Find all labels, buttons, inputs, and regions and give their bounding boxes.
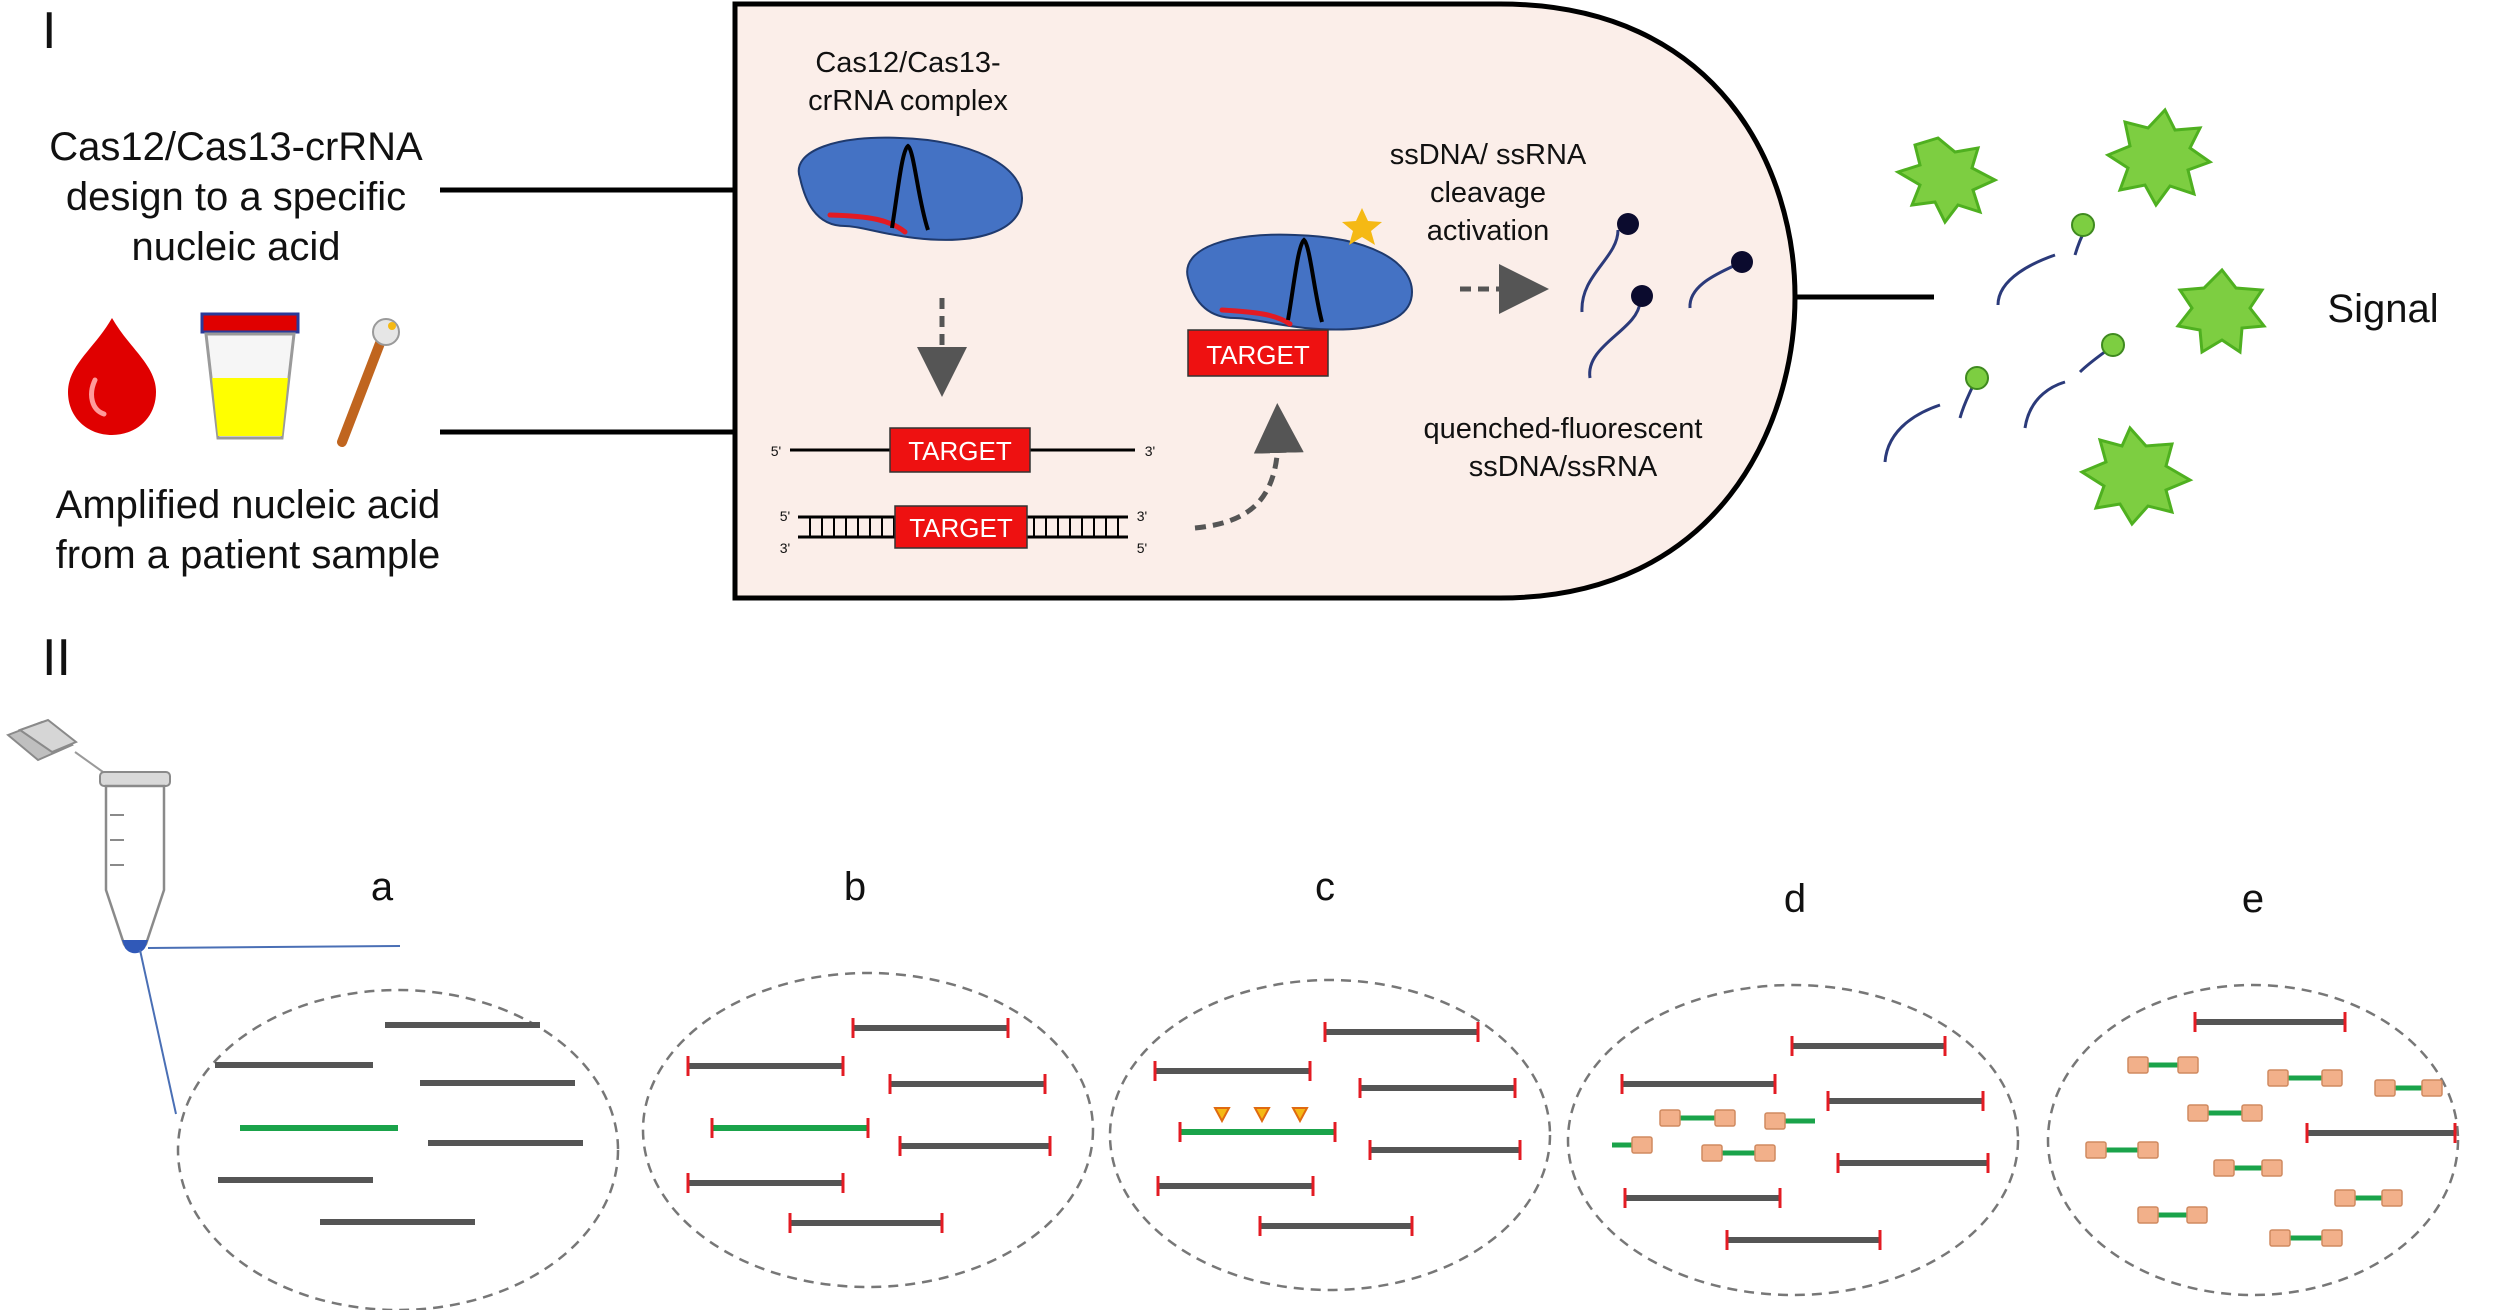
step-b-ellipse [641,971,1095,1289]
binding-up-arrow [1194,403,1304,531]
blood-drop-icon [68,318,156,435]
d-cleaved-fragments [1612,1109,1815,1162]
ss-five-prime: 5' [771,443,781,459]
zoom-line-bottom [139,949,177,1115]
ds-three-prime-top: 3' [1137,508,1147,524]
ss-target-label: TARGET [908,436,1012,466]
quencher-dots [1617,213,1753,307]
sublabel-d: d [1784,877,1806,921]
activation-text-line-3: activation [1427,215,1550,247]
sublabel-b: b [844,865,866,909]
ssdna-target: TARGET 5' 3' [771,427,1155,473]
bound-target-box [1187,329,1329,377]
ss-three-prime: 3' [1145,443,1155,459]
cleavage-site-markers [1213,1107,1309,1124]
panel-ii-label: II [42,629,71,687]
ds-target-label: TARGET [909,513,1013,543]
cleaved-fragments [1883,225,2111,463]
dsdna-target: TARGET 5' 3' 3' 5' [780,505,1147,556]
step-a-ellipse [176,988,620,1310]
bound-target-label: TARGET [1206,340,1310,370]
pipette-tip-icon [6,718,104,773]
panel-i-label: I [42,2,56,60]
complex-label-line-2: crRNA complex [808,85,1008,117]
urine-cup-icon [200,312,300,440]
activation-text-line-2: cleavage [1430,177,1546,209]
ds-five-prime-bottom: 5' [1137,540,1147,556]
activation-star-icon [1342,208,1382,245]
step-e-ellipse [2046,983,2460,1297]
step-d-ellipse [1566,983,2020,1297]
activation-text-line-1: ssDNA/ ssRNA [1390,139,1587,171]
swab-icon [337,318,400,447]
reporter-text-line-2: ssDNA/ssRNA [1469,451,1658,483]
sublabel-e: e [2242,877,2264,921]
sample-tube-icon [99,771,171,954]
design-text-line-1: Cas12/Cas13-crRNA [49,125,423,169]
cas-crrna-complex [797,136,1024,241]
zoom-line-top [147,945,401,949]
complex-label-line-1: Cas12/Cas13- [815,47,1000,79]
sample-text-line-1: Amplified nucleic acid [56,483,441,527]
e-cleaved-fragments [2085,1056,2443,1247]
signal-label: Signal [2327,287,2438,331]
sublabel-c: c [1315,865,1335,909]
step-c-ellipse [1108,978,1552,1292]
sublabel-a: a [371,865,394,909]
fluorophore-dots [1965,213,2125,390]
reporter-text-line-1: quenched-fluorescent [1424,413,1703,445]
design-text-line-2: design to a specific [66,175,406,219]
design-text-line-3: nucleic acid [131,225,340,269]
ds-five-prime-top: 5' [780,508,790,524]
fluorescent-burst-icons [1894,107,2267,527]
ds-three-prime-bottom: 3' [780,540,790,556]
sample-text-line-2: from a patient sample [56,533,441,577]
activated-cas-complex [1186,208,1414,331]
